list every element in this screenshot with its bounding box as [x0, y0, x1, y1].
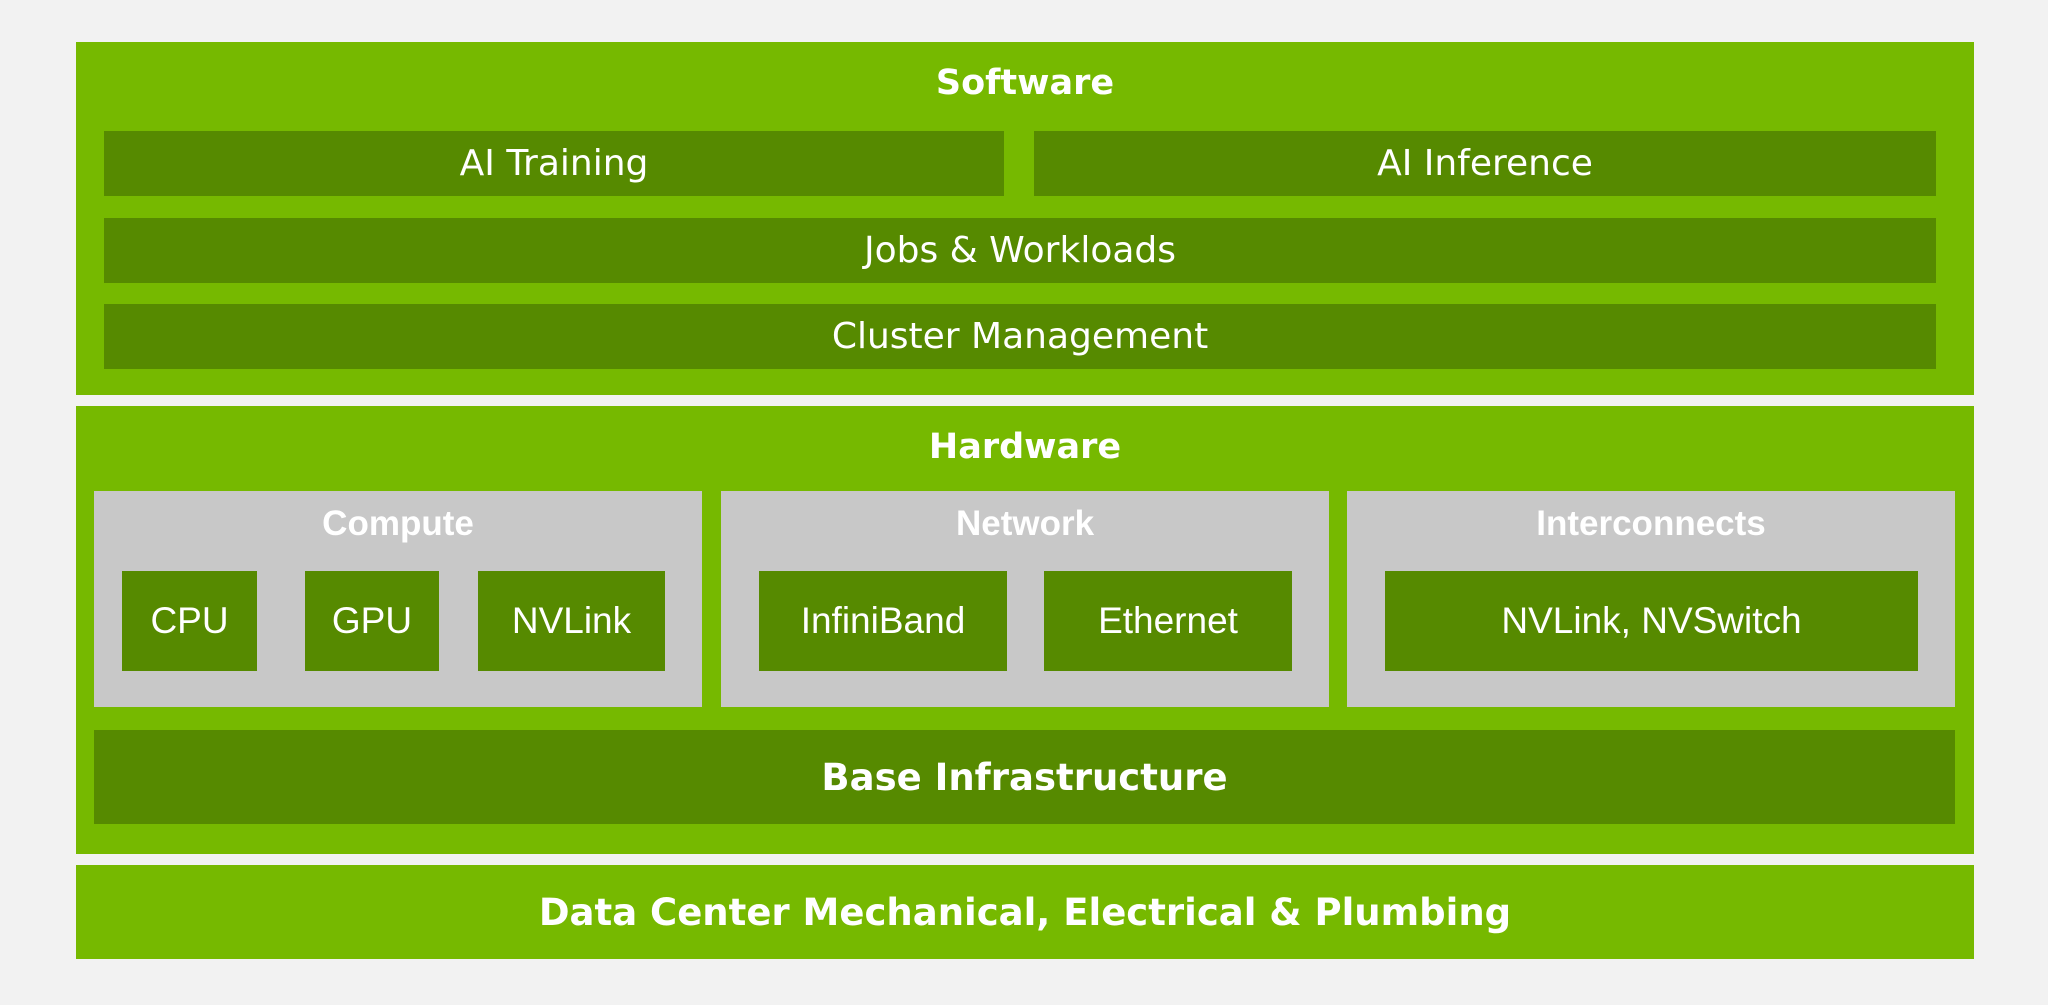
- interconnects-group: Interconnects NVLink, NVSwitch: [1347, 491, 1955, 707]
- data-center-label: Data Center Mechanical, Electrical & Plu…: [538, 890, 1512, 934]
- cluster-management-band: Cluster Management: [104, 304, 1936, 369]
- network-title: Network: [955, 504, 1095, 543]
- data-center-layer: Data Center Mechanical, Electrical & Plu…: [76, 865, 1974, 959]
- base-infrastructure-band: Base Infrastructure: [94, 730, 1955, 824]
- interconnects-title: Interconnects: [1536, 504, 1766, 543]
- software-title: Software: [935, 63, 1115, 103]
- jobs-workloads-band: Jobs & Workloads: [104, 218, 1936, 283]
- nvlink-chip: NVLink: [478, 571, 665, 671]
- ai-training-band: AI Training: [104, 131, 1004, 196]
- infiniband-chip: InfiniBand: [759, 571, 1007, 671]
- ethernet-chip: Ethernet: [1044, 571, 1292, 671]
- ai-inference-band: AI Inference: [1034, 131, 1936, 196]
- hardware-layer: Hardware Compute CPU GPU NVLink Network …: [76, 406, 1974, 854]
- nvlink-nvswitch-chip: NVLink, NVSwitch: [1385, 571, 1918, 671]
- cpu-chip: CPU: [122, 571, 257, 671]
- hardware-title: Hardware: [928, 427, 1122, 467]
- gpu-chip: GPU: [305, 571, 439, 671]
- network-group: Network InfiniBand Ethernet: [721, 491, 1329, 707]
- compute-title: Compute: [322, 504, 474, 543]
- compute-group: Compute CPU GPU NVLink: [94, 491, 702, 707]
- software-layer: Software AI Training AI Inference Jobs &…: [76, 42, 1974, 395]
